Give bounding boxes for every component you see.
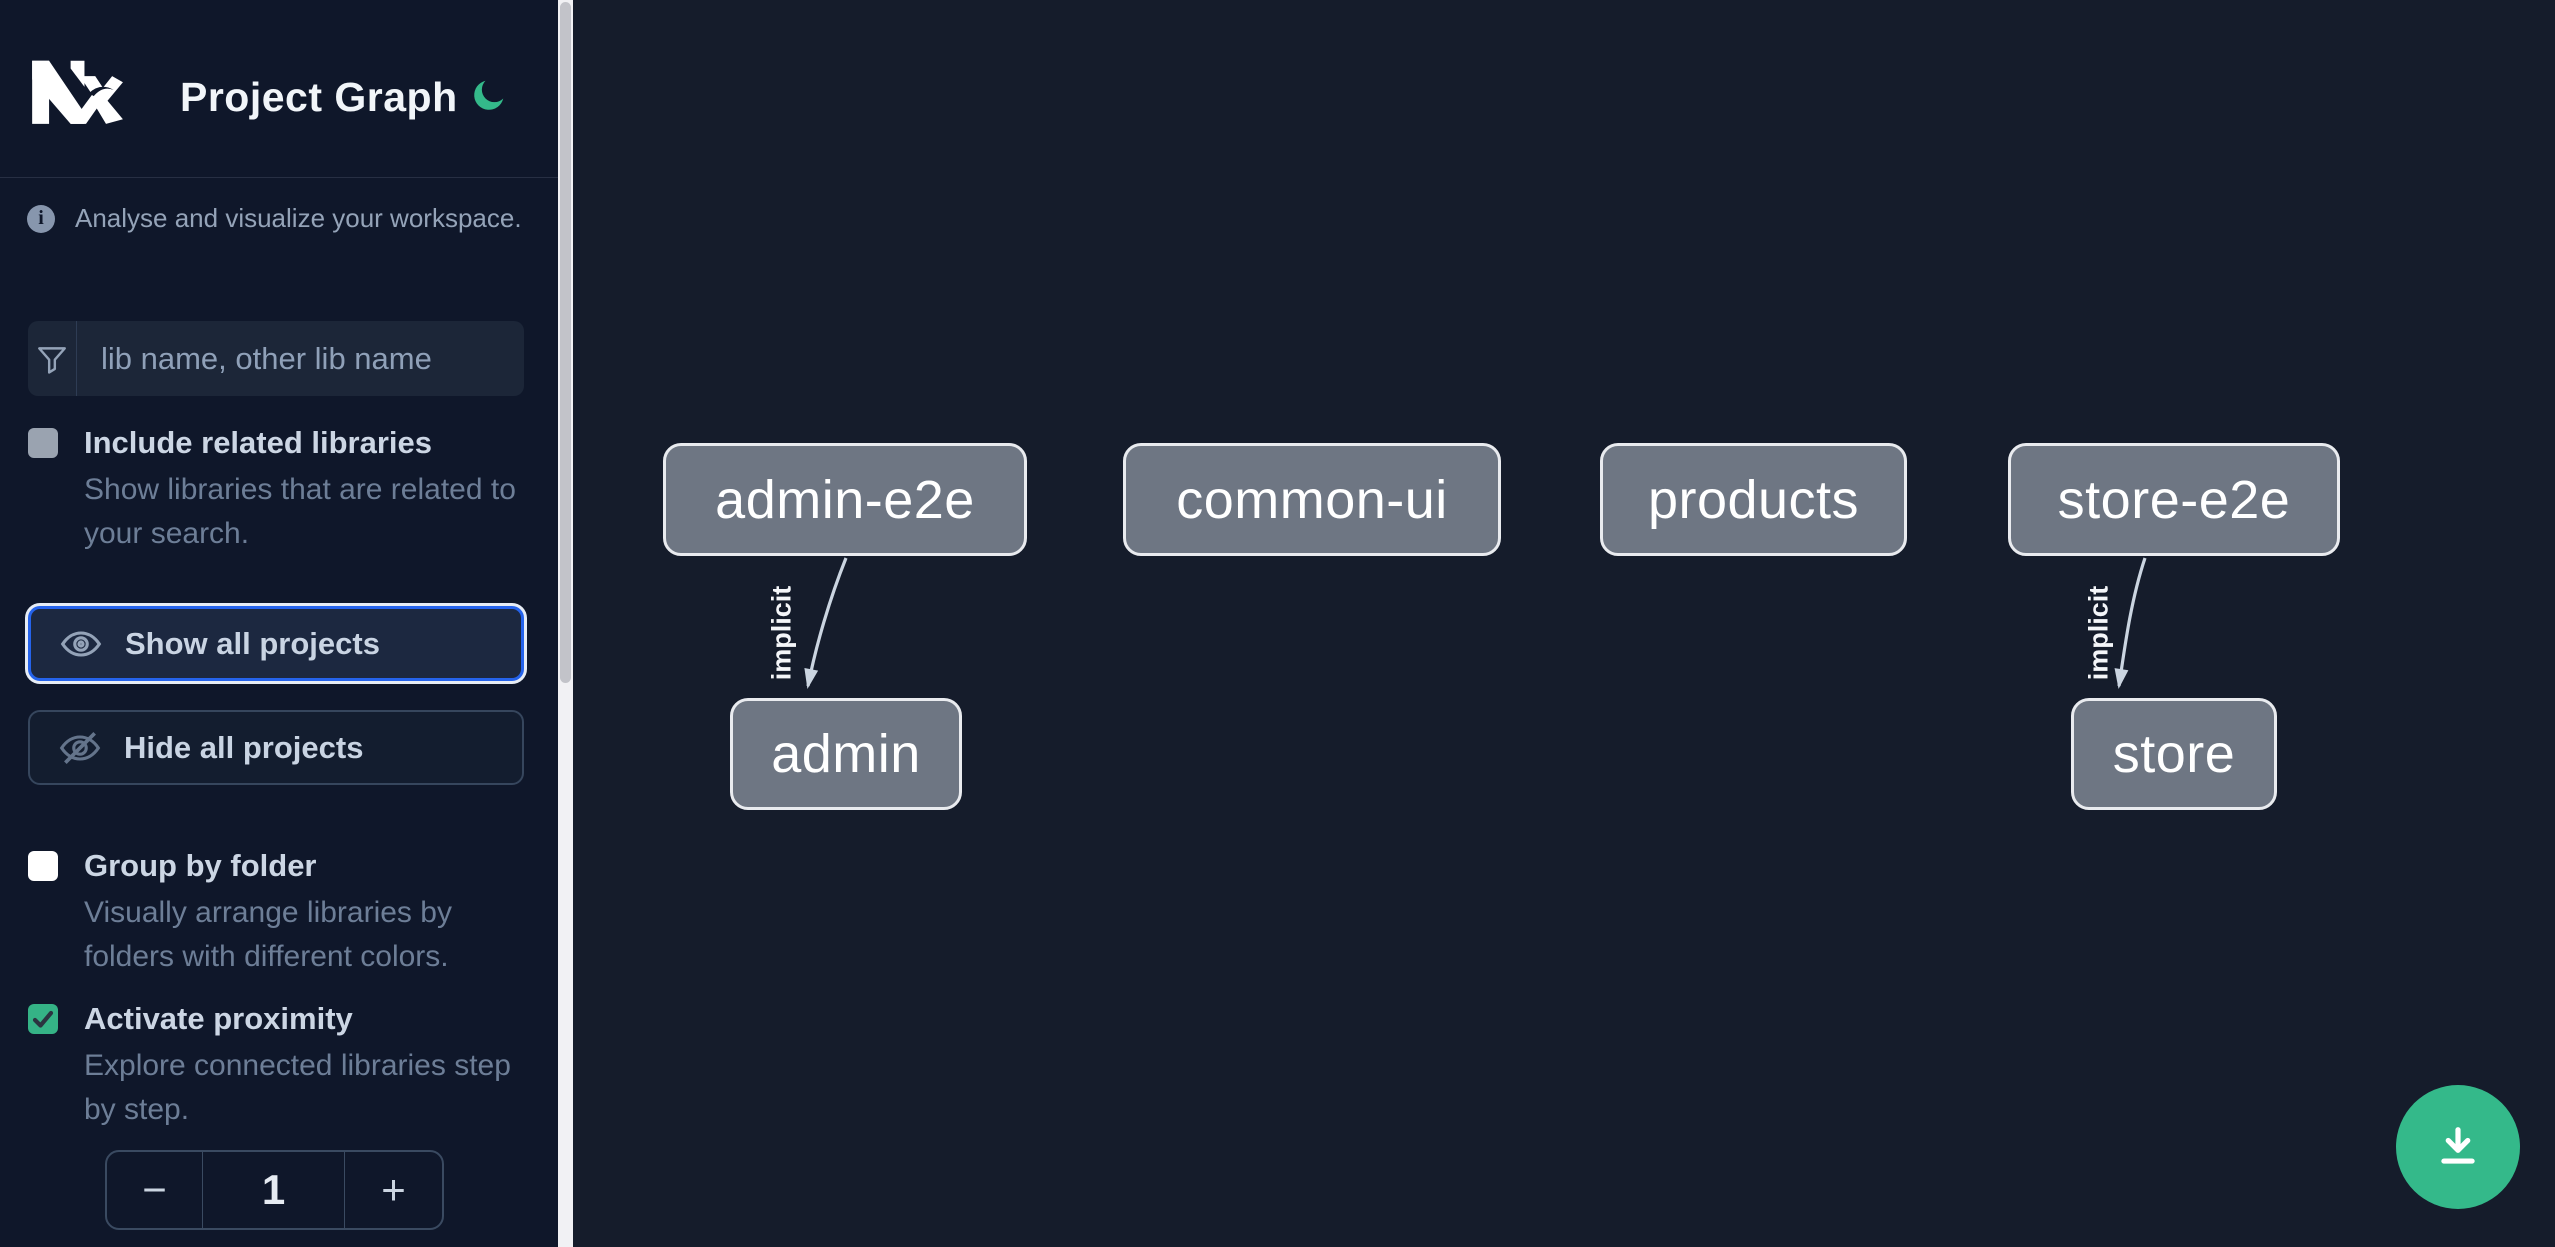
toggle-description: Visually arrange libraries by folders wi… <box>84 896 452 973</box>
sidebar-scrollbar-track <box>558 0 573 1247</box>
workspace-tagline-row: i Analyse and visualize your workspace. <box>27 203 522 234</box>
eye-off-icon <box>59 731 101 764</box>
edge-admin-e2e-to-admin <box>804 557 848 689</box>
download-icon <box>2441 1127 2475 1164</box>
show-all-projects-label: Show all projects <box>125 625 380 661</box>
checkbox-group-by-folder[interactable] <box>28 851 58 881</box>
search-input[interactable] <box>77 321 524 396</box>
checkbox-activate-proximity[interactable] <box>28 1004 58 1034</box>
filter-funnel-icon <box>28 321 77 396</box>
edge-label-implicit: implicit <box>766 585 797 681</box>
toggle-activate-proximity: Activate proximity Explore connected lib… <box>28 1000 524 1132</box>
toggle-group-by-folder: Group by folder Visually arrange librari… <box>28 847 524 979</box>
proximity-depth-stepper: − 1 + <box>105 1150 444 1230</box>
checkbox-include-related[interactable] <box>28 428 58 458</box>
graph-node-admin[interactable]: admin <box>730 698 962 810</box>
nx-logo <box>32 60 123 124</box>
graph-node-store-e2e[interactable]: store-e2e <box>2008 443 2340 556</box>
toggle-label: Activate proximity <box>84 1001 353 1036</box>
increment-button[interactable]: + <box>344 1152 442 1228</box>
page-title: Project Graph <box>180 74 458 120</box>
graph-node-common-ui[interactable]: common-ui <box>1123 443 1501 556</box>
toggle-description: Explore connected libraries step by step… <box>84 1049 511 1126</box>
hide-all-projects-label: Hide all projects <box>124 729 364 765</box>
graph-node-store[interactable]: store <box>2071 698 2277 810</box>
toggle-label: Group by folder <box>84 848 317 883</box>
sidebar-header: Project Graph <box>0 0 558 178</box>
proximity-depth-value: 1 <box>261 1166 286 1213</box>
graph-edges <box>804 557 2147 689</box>
sidebar-scrollbar-thumb[interactable] <box>560 2 571 683</box>
workspace-tagline: Analyse and visualize your workspace. <box>75 203 522 233</box>
moon-icon[interactable] <box>470 76 508 114</box>
show-all-projects-button[interactable]: Show all projects <box>28 606 524 681</box>
graph-canvas[interactable]: implicit implicit admin-e2e common-ui pr… <box>573 0 2555 1247</box>
toggle-label: Include related libraries <box>84 425 433 460</box>
graph-node-products[interactable]: products <box>1600 443 1907 556</box>
info-icon: i <box>27 204 55 233</box>
eye-icon <box>60 630 102 657</box>
decrement-button[interactable]: − <box>107 1152 203 1228</box>
edge-store-e2e-to-store <box>2114 557 2147 689</box>
hide-all-projects-button[interactable]: Hide all projects <box>28 710 524 785</box>
toggle-include-related: Include related libraries Show libraries… <box>28 424 524 556</box>
toggle-description: Show libraries that are related to your … <box>84 473 516 550</box>
download-image-button[interactable] <box>2396 1085 2520 1209</box>
edge-label-implicit: implicit <box>2083 585 2114 681</box>
graph-node-admin-e2e[interactable]: admin-e2e <box>663 443 1027 556</box>
sidebar: Project Graph i Analyse and visualize yo… <box>0 0 558 1247</box>
search-box <box>28 321 524 396</box>
